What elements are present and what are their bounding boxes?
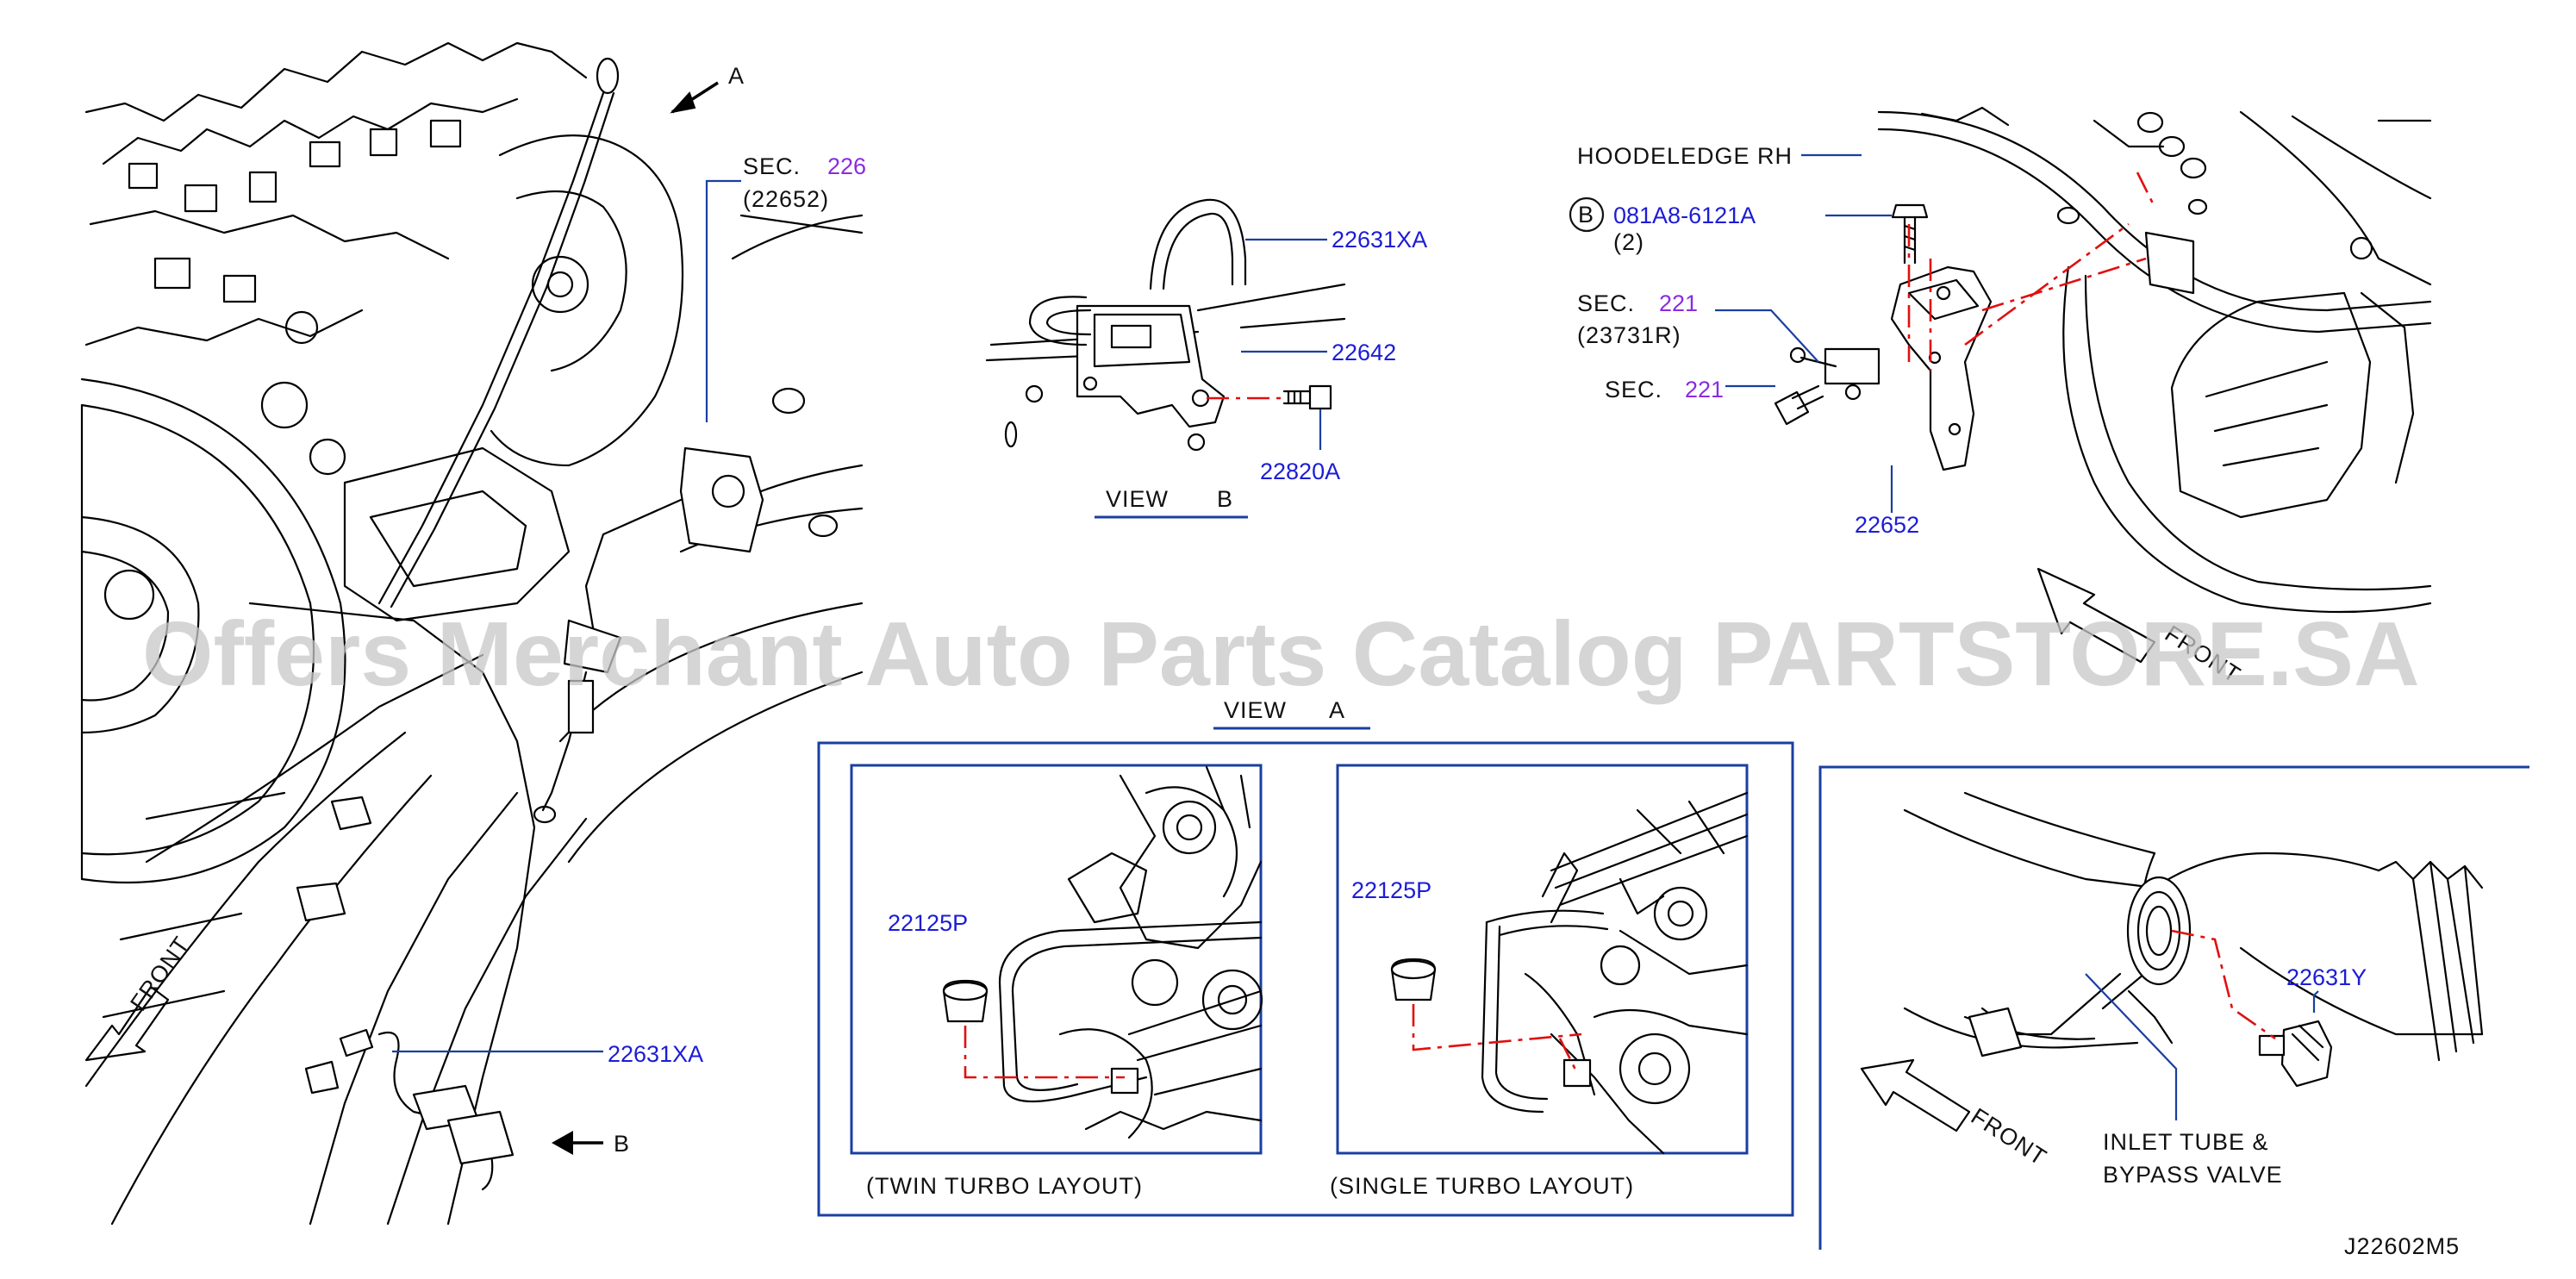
- twin-turbo-panel: 22125P (TWIN TURBO LAYOUT): [850, 764, 1263, 1199]
- view-b-part-1: 22631XA: [1332, 227, 1427, 253]
- front-arrow-top-right: [2036, 567, 2156, 664]
- bolt-qty-label: (2): [1613, 229, 1644, 255]
- sec-221-number-1: 221: [1659, 290, 1698, 316]
- view-a-detail: VIEW A 22125P (T: [817, 697, 1794, 1217]
- view-a-frame: [817, 741, 1794, 1217]
- sec-221-part: (23731R): [1577, 322, 1681, 348]
- sensor-part-label: 22631Y: [2286, 964, 2367, 990]
- exhaust-pipe-drawing: [84, 602, 588, 1226]
- front-arrow-bottom-right: [1860, 1058, 1971, 1132]
- bolt-part-label: 081A8-6121A: [1613, 203, 1756, 228]
- harness-22631xa-callout: 22631XA: [392, 1041, 703, 1067]
- view-b-part-2: 22642: [1332, 340, 1396, 365]
- sec-226-callout: SEC. 226 (22652): [705, 153, 866, 422]
- front-label-main: FRONT: [125, 932, 195, 1015]
- front-arrow-main: [84, 985, 170, 1062]
- view-b-detail: 22631XA 22642 22820A VIEW B: [985, 198, 1427, 519]
- sec-226-part: (22652): [743, 186, 829, 212]
- inlet-tube-detail: 22631Y INLET TUBE & BYPASS VALVE FRONT: [1818, 765, 2529, 1250]
- view-b-marker: B: [614, 1131, 630, 1157]
- hoodledge-detail: HOODELEDGE RH B 081A8-6121A (2) SEC. 221…: [1569, 106, 2432, 688]
- dipstick-drawing: [377, 57, 620, 608]
- single-turbo-panel: 22125P (SINGLE TURBO LAYOUT): [1330, 764, 1749, 1199]
- sec-221-number-2: 221: [1685, 377, 1724, 402]
- view-b-title: VIEW: [1106, 486, 1169, 512]
- bracket-part-label: 22652: [1855, 512, 1919, 538]
- inlet-frame: [1818, 765, 2529, 1250]
- view-b-letter: B: [1217, 486, 1233, 512]
- view-a-marker: A: [728, 63, 745, 89]
- circle-b-icon: [1569, 197, 1605, 233]
- view-b-part-3: 22820A: [1260, 459, 1340, 484]
- hoodledge-label: HOODELEDGE RH: [1577, 143, 1793, 169]
- inlet-label-line1: INLET TUBE &: [2103, 1129, 2269, 1155]
- inlet-label-line2: BYPASS VALVE: [2103, 1162, 2283, 1188]
- twin-turbo-part: 22125P: [888, 910, 968, 936]
- twin-turbo-caption: (TWIN TURBO LAYOUT): [866, 1173, 1143, 1199]
- flywheel-drawing: [80, 377, 346, 884]
- diagram-code: J22602M5: [2344, 1233, 2460, 1259]
- harness-part-label: 22631XA: [608, 1041, 703, 1067]
- engine-block-drawing: [84, 41, 684, 622]
- harness-connector-drawing: [339, 1028, 515, 1191]
- sec-226-number: 226: [827, 153, 866, 179]
- sec-226-prefix: SEC.: [743, 153, 801, 179]
- sec-221-prefix-2: SEC.: [1605, 377, 1662, 402]
- sensor-bracket-drawing: [533, 446, 764, 824]
- view-a-title: VIEW: [1224, 697, 1287, 723]
- view-a-letter: A: [1329, 697, 1345, 723]
- sec-221-prefix-1: SEC.: [1577, 290, 1635, 316]
- circle-b-letter: B: [1578, 202, 1594, 228]
- view-a-arrow: [670, 81, 719, 114]
- view-b-arrow: [552, 1131, 603, 1155]
- single-turbo-part: 22125P: [1351, 877, 1431, 903]
- watermark-text: Offers Merchant Auto Parts Catalog PARTS…: [142, 603, 2420, 705]
- front-label-bottom-right: FRONT: [1967, 1103, 2052, 1171]
- single-turbo-caption: (SINGLE TURBO LAYOUT): [1330, 1173, 1634, 1199]
